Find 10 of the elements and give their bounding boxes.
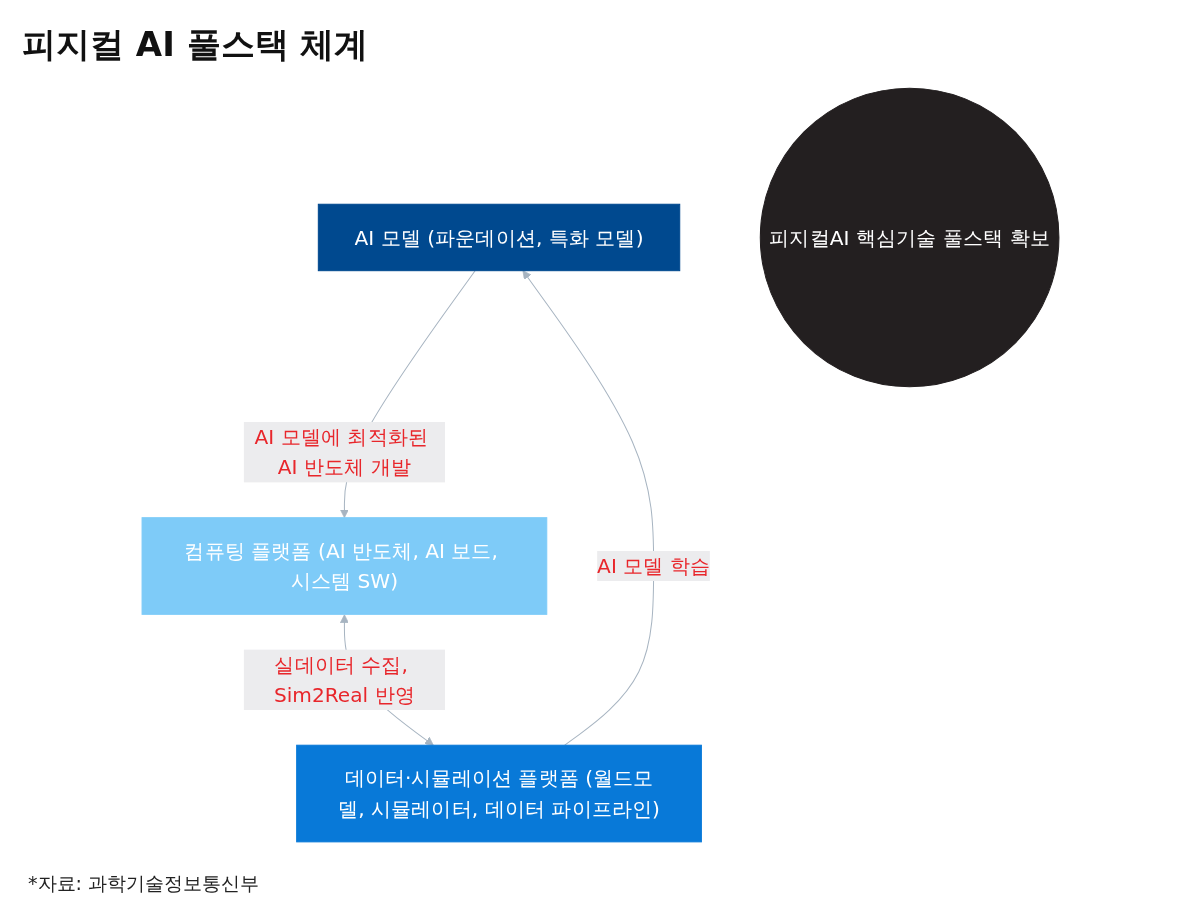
edge-label: AI 모델에 최적화된 AI 반도체 개발 [253, 425, 428, 480]
diagram-title: 피지컬 AI 풀스택 체계 [22, 23, 369, 66]
source-note: *자료: 과학기술정보통신부 [28, 871, 259, 896]
edge-label: AI 모델 학습 [596, 553, 710, 579]
node-circle: 피지컬AI 핵심기술 풀스택 확보 [759, 87, 1059, 388]
node-box: 데이터·시뮬레이션 플랫폼 (월드모델, 시뮬레이터, 데이터 파이프라인) [295, 744, 702, 843]
arrow [522, 270, 654, 746]
node-box: 컴퓨팅 플랫폼 (AI 반도체, AI 보드, 시스템 SW) [141, 517, 547, 615]
node-box: AI 모델 (파운데이션, 특화 모델) [317, 203, 680, 272]
edge-label: 실데이터 수집, Sim2Real 반영 [273, 652, 415, 707]
